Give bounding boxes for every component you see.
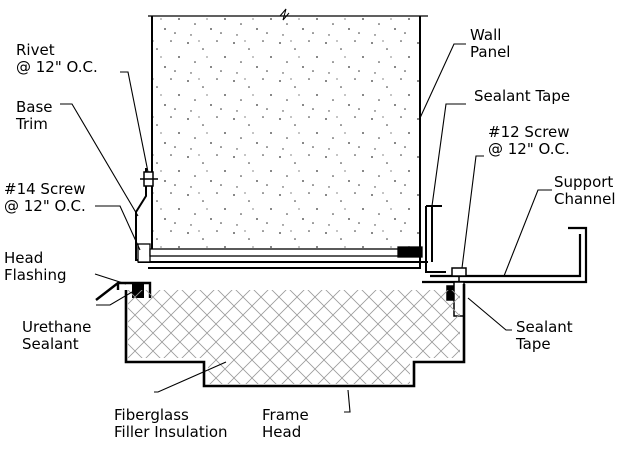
right-trim [425, 205, 446, 273]
screw-14-label: #14 Screw@ 12" O.C. [4, 180, 86, 215]
screw-14 [137, 243, 423, 263]
sealant-tape-top-label: Sealant Tape [474, 87, 571, 105]
rivet-label: Rivet@ 12" O.C. [16, 41, 98, 76]
leader-lines [60, 43, 552, 413]
support-channel [422, 226, 588, 284]
rivet [140, 171, 158, 187]
screw-12-label: #12 Screw@ 12" O.C. [488, 123, 570, 158]
wall-panel [148, 8, 428, 253]
frame-head [124, 284, 466, 388]
